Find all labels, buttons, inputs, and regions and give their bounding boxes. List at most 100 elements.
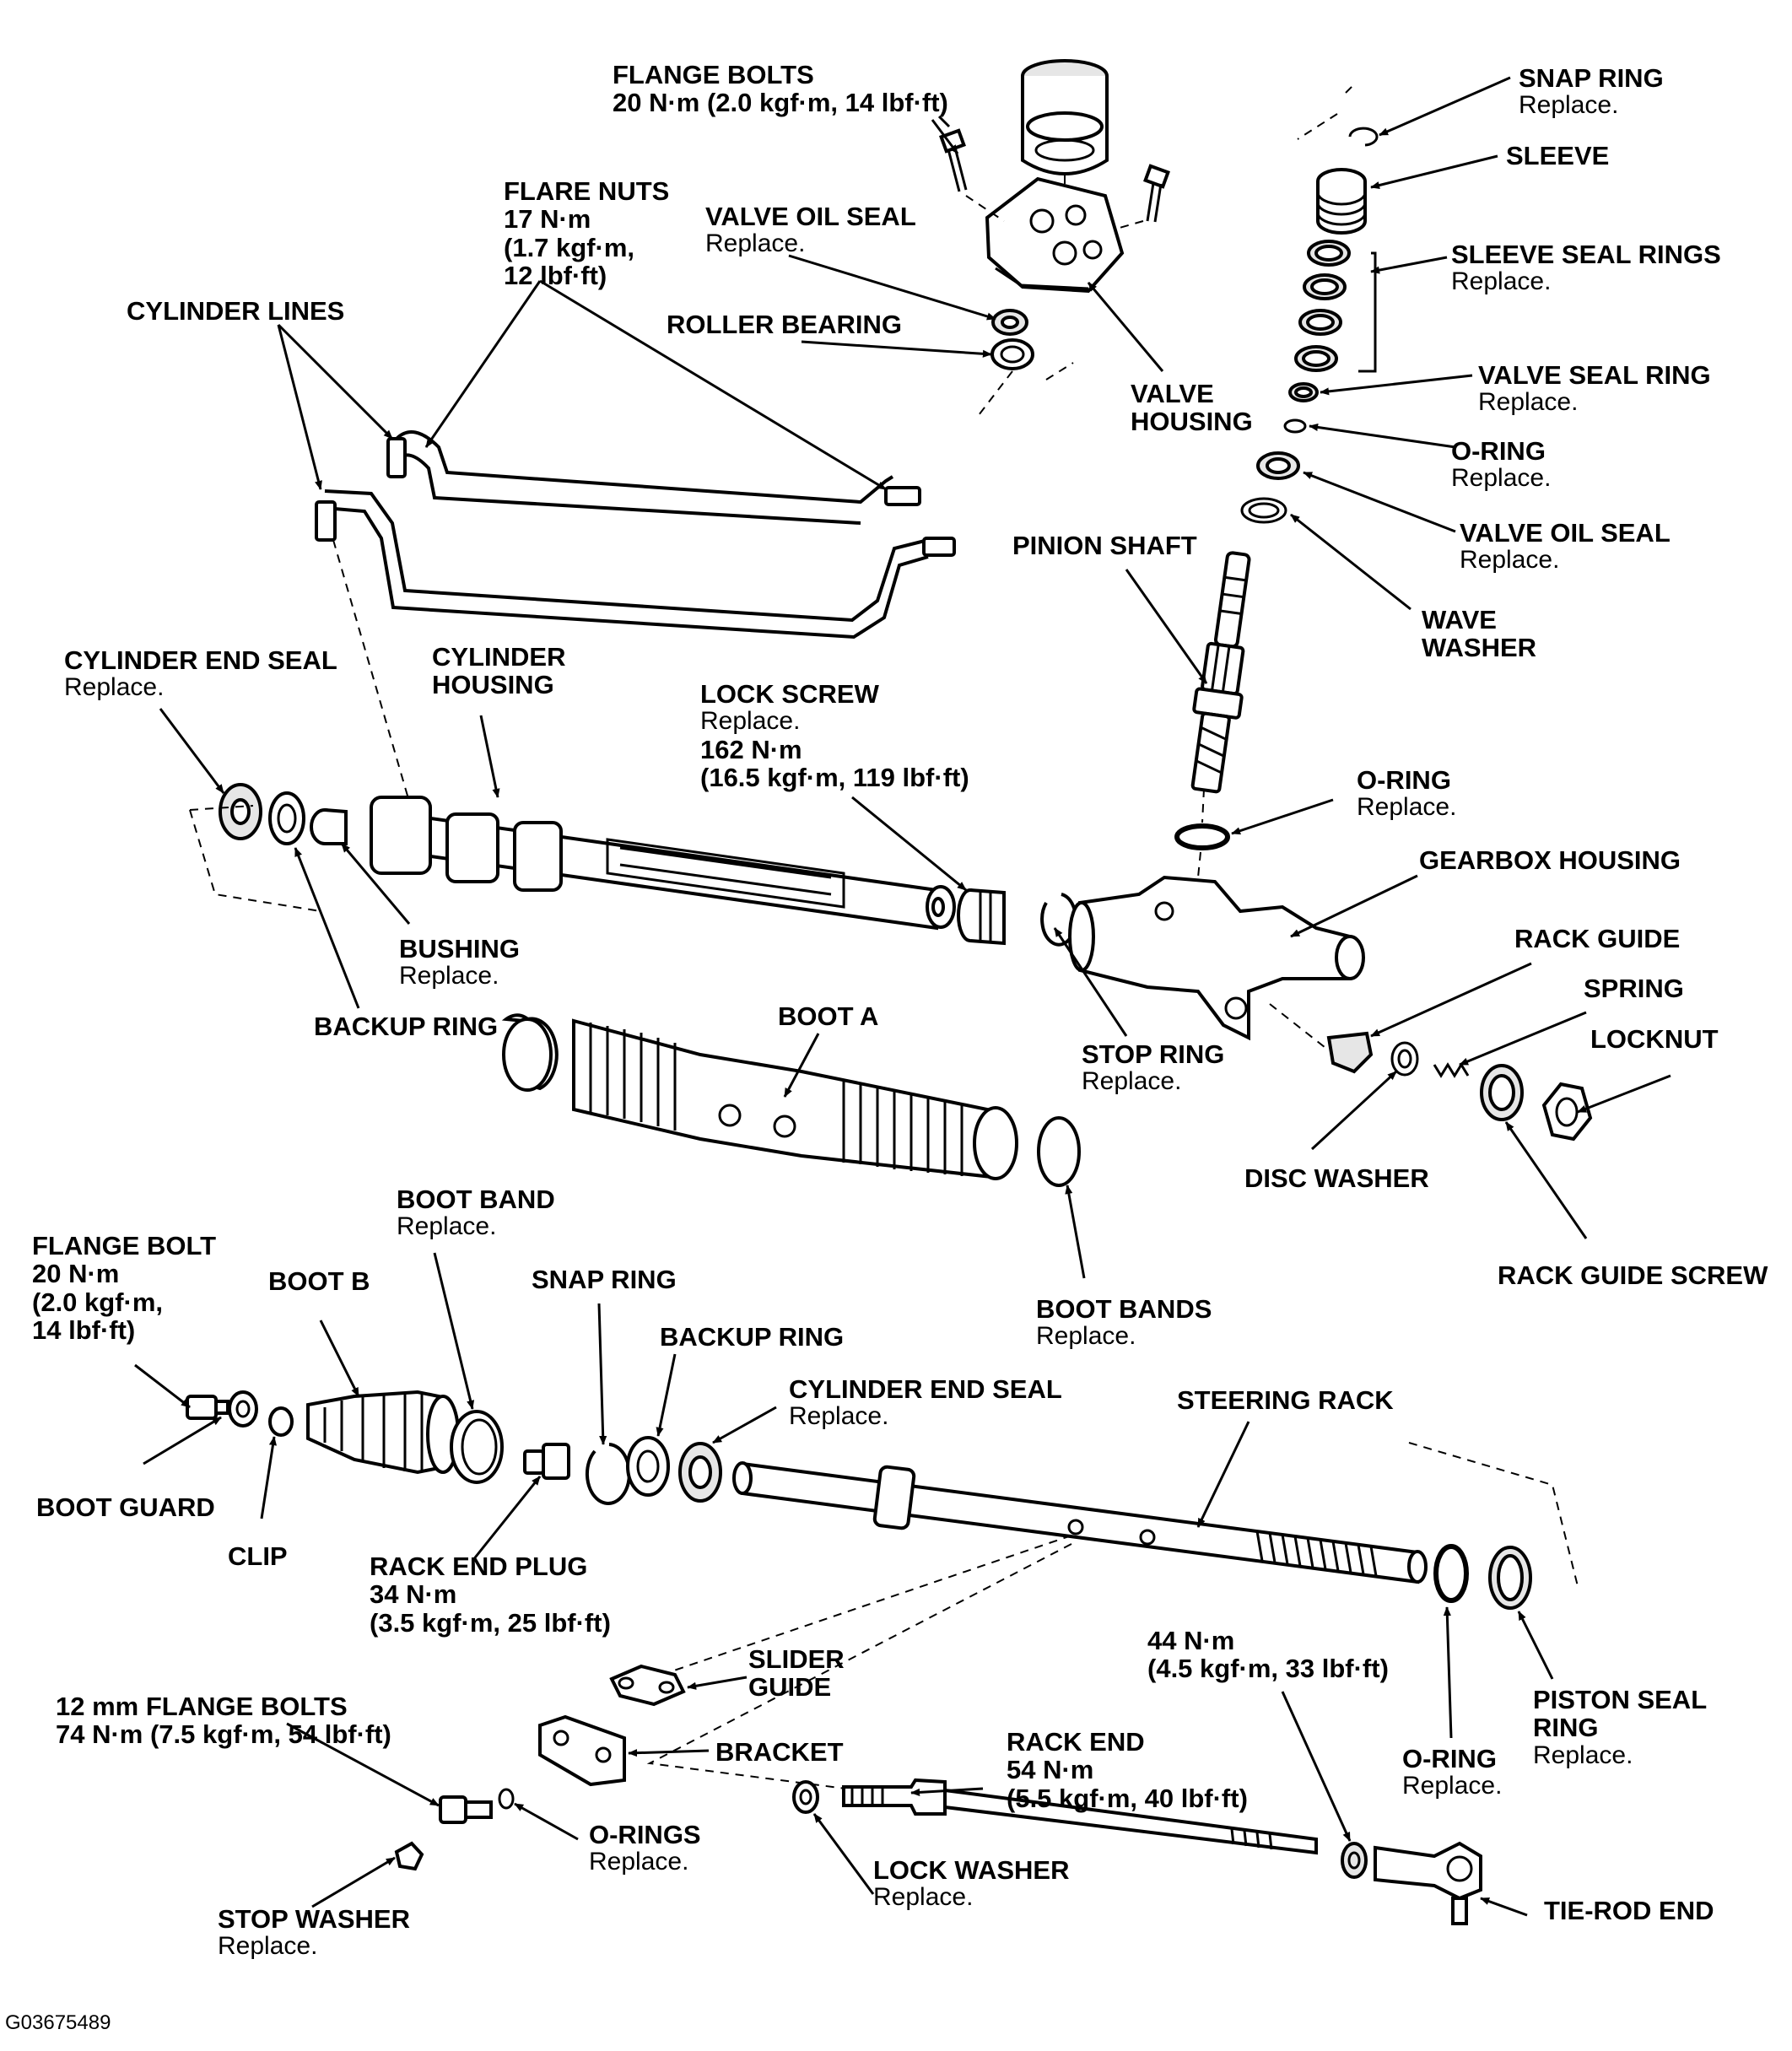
label-rack-guide: RACK GUIDE <box>1514 924 1681 953</box>
valve-oil-seal-top-part <box>991 309 1028 336</box>
flange-bolt-12mm-part <box>439 1795 493 1824</box>
wave-washer-part <box>1240 497 1287 524</box>
label-slider-guide: SLIDER GUIDE <box>748 1644 845 1703</box>
o-rings-part <box>498 1788 515 1810</box>
spring-part <box>1433 1062 1470 1078</box>
label-steering-rack: STEERING RACK <box>1177 1385 1394 1415</box>
o-ring-mid-part <box>1174 823 1230 850</box>
steering-rack-part <box>732 1461 1428 1584</box>
label-boot-band: BOOT BAND Replace. <box>397 1185 555 1241</box>
cylinder-end-seal-mid-part <box>678 1442 722 1503</box>
label-rack-guide-screw: RACK GUIDE SCREW <box>1498 1260 1768 1290</box>
label-cylinder-end-seal-mid: CYLINDER END SEAL Replace. <box>789 1374 1062 1431</box>
sleeve-seal-rings-part <box>1294 240 1351 372</box>
label-pinion-shaft: PINION SHAFT <box>1012 531 1197 560</box>
boot-band-part <box>450 1410 504 1484</box>
label-clip: CLIP <box>228 1541 288 1571</box>
label-flange-bolt-left: FLANGE BOLT 20 N·m (2.0 kgf·m, 14 lbf·ft… <box>32 1231 217 1346</box>
rack-guide-screw-part <box>1480 1064 1524 1121</box>
label-flare-nuts: FLARE NUTS 17 N·m (1.7 kgf·m, 12 lbf·ft) <box>504 176 670 291</box>
label-gearbox-housing: GEARBOX HOUSING <box>1419 845 1681 875</box>
label-snap-ring-top: SNAP RING Replace. <box>1519 63 1664 120</box>
rack-end-plug-part <box>523 1443 570 1480</box>
valve-cover-cap <box>1021 59 1109 175</box>
label-lock-washer: LOCK WASHER Replace. <box>873 1855 1070 1912</box>
flange-bolt-top-right <box>1143 164 1170 223</box>
pinion-shaft-part <box>1190 551 1251 794</box>
label-rack-end: RACK END 54 N·m (5.5 kgf·m, 40 lbf·ft) <box>1007 1727 1248 1813</box>
cylinder-housing-part <box>370 796 956 931</box>
snap-ring-mid-part <box>585 1443 631 1505</box>
flange-bolt-top-left <box>939 128 968 192</box>
label-sleeve-seal-rings: SLEEVE SEAL RINGS Replace. <box>1451 240 1721 296</box>
label-tie-rod-torque: 44 N·m (4.5 kgf·m, 33 lbf·ft) <box>1147 1626 1389 1684</box>
leader-lines <box>134 76 1671 1917</box>
label-cylinder-housing: CYLINDER HOUSING <box>432 642 566 700</box>
label-valve-oil-seal-top: VALVE OIL SEAL Replace. <box>705 202 916 258</box>
roller-bearing-part <box>990 338 1034 370</box>
valve-oil-seal-right-part <box>1256 451 1300 480</box>
label-stop-washer: STOP WASHER Replace. <box>218 1904 410 1961</box>
label-bracket: BRACKET <box>715 1737 844 1767</box>
label-o-ring-mid: O-RING Replace. <box>1357 765 1457 822</box>
stop-washer-part <box>394 1841 424 1871</box>
label-flange-bolts-12mm: 12 mm FLANGE BOLTS 74 N·m (7.5 kgf·m, 54… <box>56 1692 391 1750</box>
label-flange-bolts-top: FLANGE BOLTS 20 N·m (2.0 kgf·m, 14 lbf·f… <box>613 60 948 118</box>
label-lock-screw: LOCK SCREW Replace. 162 N·m (16.5 kgf·m,… <box>700 679 969 793</box>
locknut-part <box>1541 1082 1593 1142</box>
label-locknut: LOCKNUT <box>1590 1024 1719 1054</box>
label-valve-seal-ring: VALVE SEAL RING Replace. <box>1478 360 1711 417</box>
label-valve-housing: VALVE HOUSING <box>1131 379 1253 437</box>
o-ring-top-part <box>1283 418 1307 434</box>
lock-screw-part <box>957 888 1006 946</box>
label-stop-ring: STOP RING Replace. <box>1082 1039 1225 1096</box>
clip-part <box>268 1406 294 1437</box>
label-cylinder-end-seal-top: CYLINDER END SEAL Replace. <box>64 645 337 702</box>
piston-seal-ring-part <box>1488 1546 1532 1610</box>
backup-ring-mid-part <box>626 1436 670 1497</box>
lock-washer-part <box>792 1780 819 1814</box>
rack-guide-part <box>1326 1031 1374 1074</box>
label-disc-washer: DISC WASHER <box>1244 1163 1429 1193</box>
label-spring: SPRING <box>1584 974 1684 1003</box>
valve-housing-part <box>985 176 1125 294</box>
label-o-ring-bottom: O-RING Replace. <box>1402 1744 1503 1800</box>
o-ring-bottom-part <box>1433 1544 1469 1603</box>
label-rack-end-plug: RACK END PLUG 34 N·m (3.5 kgf·m, 25 lbf·… <box>370 1552 611 1638</box>
valve-seal-ring-part <box>1288 382 1319 402</box>
label-snap-ring-mid: SNAP RING <box>532 1265 677 1294</box>
label-boot-a: BOOT A <box>778 1001 879 1031</box>
label-sleeve: SLEEVE <box>1506 141 1610 170</box>
cylinder-end-seal-top-part <box>219 783 262 840</box>
flange-bolt-left-part <box>186 1395 229 1420</box>
label-cylinder-lines: CYLINDER LINES <box>127 296 345 326</box>
gearbox-housing-part <box>1068 875 1365 1041</box>
boot-guard-part <box>228 1390 258 1428</box>
label-tie-rod-end: TIE-ROD END <box>1544 1896 1714 1925</box>
tie-rod-locknut-part <box>1341 1842 1368 1879</box>
label-o-rings: O-RINGS Replace. <box>589 1820 701 1876</box>
label-backup-ring-mid: BACKUP RING <box>660 1322 845 1352</box>
backup-ring-top-part <box>268 791 305 845</box>
tie-rod-end-part <box>1374 1841 1482 1925</box>
boot-b-part <box>306 1390 460 1475</box>
slider-guide-part <box>609 1664 686 1707</box>
label-boot-bands: BOOT BANDS Replace. <box>1036 1294 1212 1351</box>
sleeve-part <box>1316 168 1367 235</box>
label-boot-guard: BOOT GUARD <box>36 1492 215 1522</box>
bushing-part <box>310 808 348 845</box>
label-backup-ring-top: BACKUP RING <box>314 1012 499 1041</box>
cylinder-lines-part <box>315 430 956 640</box>
figure-code: G03675489 <box>5 2011 111 2034</box>
label-wave-washer: WAVE WASHER <box>1422 605 1537 663</box>
label-piston-seal-ring: PISTON SEAL RING Replace. <box>1533 1685 1708 1769</box>
disc-washer-part <box>1390 1041 1419 1077</box>
snap-ring-top-part <box>1348 127 1379 147</box>
label-boot-b: BOOT B <box>268 1266 370 1296</box>
boot-a-part <box>501 1013 1081 1187</box>
label-valve-oil-seal-right: VALVE OIL SEAL Replace. <box>1460 518 1671 575</box>
label-bushing: BUSHING Replace. <box>399 934 520 990</box>
label-roller-bearing: ROLLER BEARING <box>667 310 902 339</box>
bracket-part <box>538 1714 626 1787</box>
